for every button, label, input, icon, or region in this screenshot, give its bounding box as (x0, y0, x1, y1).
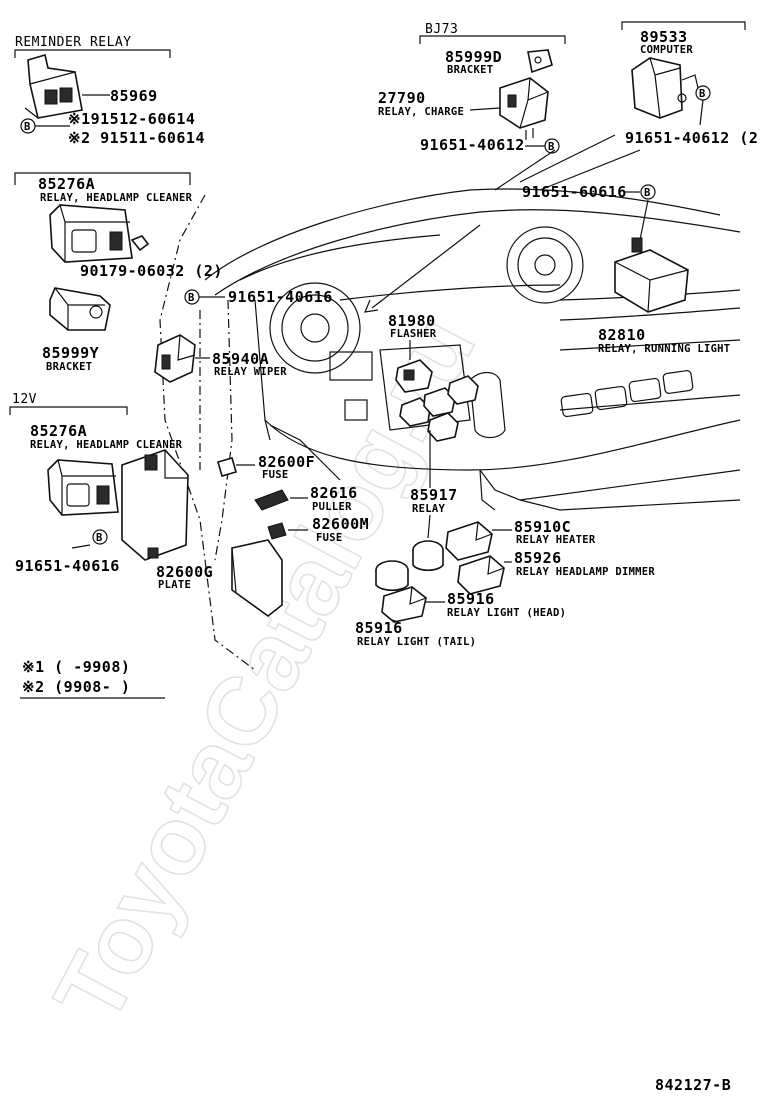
computer-unit (631, 57, 699, 119)
name-relay-light-head: RELAY LIGHT (HEAD) (447, 607, 566, 619)
nut-90179 (130, 235, 150, 252)
label-85910c: 85910C (514, 518, 571, 536)
bolt-marker-b: B (695, 85, 711, 101)
label-91651-40616-left: 91651-40616 (15, 557, 120, 575)
label-85999d: 85999D (445, 48, 502, 66)
group-title-bj73: BJ73 (425, 22, 458, 37)
relay-cluster (399, 375, 479, 442)
label-82600g: 82600G (156, 563, 213, 581)
bolt-marker-b: B (640, 184, 656, 200)
name-plate: PLATE (158, 579, 191, 591)
label-27790: 27790 (378, 89, 426, 107)
reminder-relay-part (24, 53, 83, 119)
group-title-12v: 12V (12, 392, 37, 407)
label-85916-head: 85916 (447, 590, 495, 608)
bracket-85999d (527, 49, 553, 74)
name-flasher: FLASHER (390, 328, 437, 340)
flasher-part (395, 359, 433, 393)
name-puller: PULLER (312, 501, 352, 513)
headlamp-cleaner-relay-12v (47, 459, 119, 516)
bracket-85999y (49, 287, 111, 331)
bolt-marker-b: B (544, 138, 560, 154)
name-relay-headlamp-cleaner-12v: RELAY, HEADLAMP CLEANER (30, 439, 183, 451)
running-light-relay (614, 237, 689, 313)
name-bracket-d: BRACKET (447, 64, 493, 76)
label-85917: 85917 (410, 486, 458, 504)
figure-id: 842127-B (655, 1076, 731, 1094)
svg-text:B: B (24, 121, 31, 133)
label-81980: 81980 (388, 312, 436, 330)
headlamp-cleaner-relay-top (49, 204, 133, 263)
label-85916-tail: 85916 (355, 619, 403, 637)
junction-block (121, 449, 189, 561)
name-bracket-y: BRACKET (46, 361, 92, 373)
fuse-82600f (217, 457, 255, 477)
name-relay-running-light: RELAY, RUNNING LIGHT (598, 343, 730, 355)
label-82810: 82810 (598, 326, 646, 344)
label-82600f: 82600F (258, 453, 315, 471)
round-relay (375, 560, 409, 592)
label-90179-06032: 90179-06032 (2) (80, 262, 223, 280)
label-89533: 89533 (640, 28, 688, 46)
label-85276a-12v: 85276A (30, 422, 87, 440)
svg-text:B: B (548, 141, 555, 153)
relay-85917 (412, 540, 444, 572)
svg-text:B: B (699, 88, 706, 100)
fuse-82600m (267, 522, 308, 540)
group-title-reminder-relay: REMINDER RELAY (15, 35, 132, 50)
label-85940a: 85940A (212, 350, 269, 368)
label-85276a-top: 85276A (38, 175, 95, 193)
label-91651-40612-2: 91651-40612 (2) (625, 129, 760, 147)
wiper-relay (154, 334, 196, 383)
name-fuse-f: FUSE (262, 469, 289, 481)
label-85926: 85926 (514, 549, 562, 567)
name-relay-light-tail: RELAY LIGHT (TAIL) (357, 636, 476, 648)
label-82600m: 82600M (312, 515, 369, 533)
label-91651-40616-mid: 91651-40616 (228, 288, 333, 306)
label-91511-60614: ※2 91511-60614 (68, 129, 205, 147)
name-relay-85917: RELAY (412, 503, 445, 515)
headlight-relay (381, 586, 427, 623)
name-computer: COMPUTER (640, 44, 693, 56)
charge-relay (499, 77, 549, 140)
svg-text:B: B (96, 532, 103, 544)
heater-relay (445, 521, 493, 561)
svg-text:B: B (188, 292, 195, 304)
name-relay-headlamp-cleaner-top: RELAY, HEADLAMP CLEANER (40, 192, 193, 204)
svg-text:B: B (644, 187, 651, 199)
name-relay-wiper: RELAY WIPER (214, 366, 287, 378)
bolt-marker-b: B (92, 529, 108, 545)
fuse-puller (254, 489, 308, 511)
name-fuse-m: FUSE (316, 532, 343, 544)
label-91651-40612: 91651-40612 (420, 136, 525, 154)
label-91512-60614: ※191512-60614 (68, 110, 195, 128)
name-relay-heater: RELAY HEATER (516, 534, 596, 546)
headlamp-dimmer-relay (457, 555, 505, 595)
bolt-marker-b: B (20, 118, 36, 134)
name-relay-headlamp-dimmer: RELAY HEADLAMP DIMMER (516, 566, 655, 578)
label-85999y: 85999Y (42, 344, 99, 362)
label-91651-60616: 91651-60616 (522, 183, 627, 201)
name-relay-charge: RELAY, CHARGE (378, 106, 464, 118)
legend-note-2: ※2 (9908- ) (22, 678, 130, 696)
dashboard-outline (204, 188, 741, 511)
label-82616: 82616 (310, 484, 358, 502)
label-85969: 85969 (110, 87, 158, 105)
legend-note-1: ※1 ( -9908) (22, 658, 130, 676)
cover-plate (231, 539, 283, 618)
bolt-marker-b: B (184, 289, 200, 305)
